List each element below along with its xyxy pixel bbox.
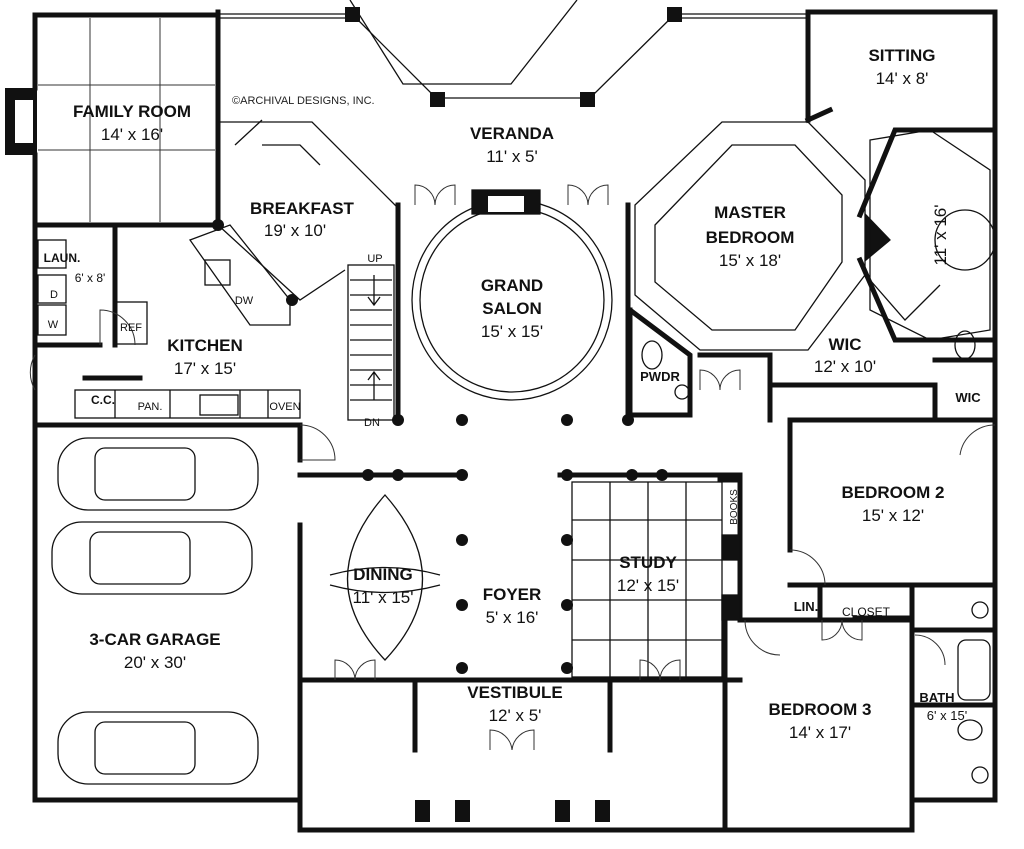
dining-inlay [329,494,441,661]
closet-label: CLOSET [842,605,891,619]
stairs-down-label: DN [364,417,380,429]
grand-salon-label-2: SALON [482,299,542,318]
sitting-size: 14' x 8' [876,69,929,88]
columns [212,219,668,822]
veranda-size: 11' x 5' [486,147,538,166]
exterior-walls [5,0,998,833]
wic2-label: WIC [955,390,981,405]
family-room-label: FAMILY ROOM [73,102,191,121]
master-bath [869,129,996,341]
oven-label: OVEN [269,401,300,413]
stairs-up-label: UP [367,253,382,265]
master-bedroom-size: 15' x 18' [719,251,781,270]
veranda-label: VERANDA [470,124,554,143]
study-size: 12' x 15' [617,576,679,595]
doors [29,184,996,751]
bath-label: BATH [919,690,954,705]
garage-size: 20' x 30' [124,653,186,672]
powder-label: PWDR [640,369,680,384]
pantry-label: PAN. [138,401,163,413]
books-label: BOOKS [729,489,740,525]
garage-label: 3-CAR GARAGE [89,630,220,649]
kitchen-counters [37,239,301,419]
linen-label: LIN. [794,599,819,614]
laundry-label: LAUN. [44,251,81,265]
interior-walls [32,106,998,833]
foyer-size: 5' x 16' [486,608,539,627]
study-label: STUDY [619,553,677,572]
vestibule-size: 12' x 5' [489,706,542,725]
dishwasher-label: DW [235,295,254,307]
bedroom3-label: BEDROOM 3 [769,700,872,719]
stairs [347,264,395,421]
laundry-size: 6' x 8' [75,271,106,285]
bath-size: 6' x 15' [927,708,967,723]
master-bedroom-label-2: BEDROOM [706,228,795,247]
kitchen-size: 17' x 15' [174,359,236,378]
dryer-label: D [50,289,58,301]
family-room-grid [38,18,215,222]
grand-salon-size: 15' x 15' [481,322,543,341]
coat-closet-label: C.C. [91,393,115,407]
breakfast-size: 19' x 10' [264,221,326,240]
master-bedroom-label: MASTER [714,203,786,222]
family-room-size: 14' x 16' [101,125,163,144]
master-octagon [634,121,891,351]
grand-salon-label: GRAND [481,276,543,295]
washer-label: W [48,319,59,331]
dining-label: DINING [353,565,413,584]
sitting-label: SITTING [868,46,935,65]
breakfast-label: BREAKFAST [250,199,355,218]
grand-salon-circle [411,189,613,401]
bedroom3-size: 14' x 17' [789,723,851,742]
master-wic-size: 12' x 10' [814,357,876,376]
bedroom2-label: BEDROOM 2 [842,483,945,502]
master-wic-label: WIC [828,335,861,354]
garage-cars [51,437,259,785]
dining-size: 11' x 15' [353,588,414,607]
refrigerator-label: REF [120,322,142,334]
master-bath-size: 11' x 16' [931,205,950,266]
kitchen-label: KITCHEN [167,336,243,355]
study-grid [571,481,741,678]
copyright-text: ©ARCHIVAL DESIGNS, INC. [232,95,375,107]
foyer-label: FOYER [483,585,542,604]
bath-fixtures [641,330,991,784]
vestibule-label: VESTIBULE [467,683,562,702]
bedroom2-size: 15' x 12' [862,506,924,525]
